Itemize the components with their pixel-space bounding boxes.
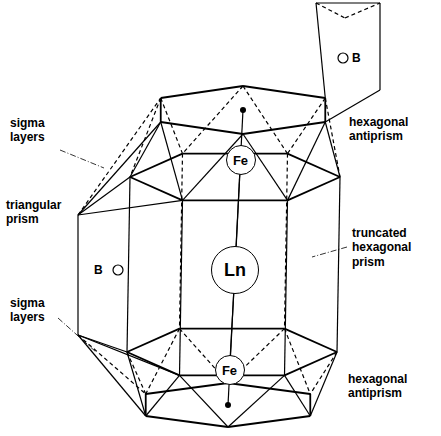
structure-label: hexagonal antiprism [349, 115, 437, 144]
structure-label: B [352, 51, 382, 65]
polyhedron-edge [161, 98, 183, 154]
polyhedron-edge [288, 98, 326, 154]
atom-symbol: Fe [222, 363, 237, 378]
bond-line [230, 294, 233, 355]
polyhedron-edge [316, 3, 325, 98]
polyhedron-edge [288, 122, 326, 200]
polyhedron-edge [325, 98, 340, 177]
polyhedron-edge [180, 375, 229, 427]
polyhedron-edge [78, 200, 183, 215]
atom-circle: Fe [226, 145, 256, 175]
polyhedron-edge [78, 98, 161, 215]
polyhedron-edge [78, 122, 161, 215]
leader-line [58, 318, 96, 352]
boron-atom [113, 265, 123, 275]
structure-label: sigma layers [10, 116, 60, 145]
structure-label: hexagonal antiprism [348, 372, 436, 401]
atom-symbol: Fe [233, 153, 248, 168]
polyhedron-edge [345, 3, 380, 18]
leader-line [312, 247, 347, 257]
polyhedron-edge [243, 86, 325, 98]
center-dot [225, 402, 231, 408]
leader-line [60, 150, 104, 168]
polyhedron-edge [146, 375, 180, 416]
bond-line [236, 175, 240, 246]
polyhedron-edge [160, 98, 162, 122]
polyhedron-edge [130, 98, 161, 177]
polyhedron-edge [379, 3, 380, 90]
structure-label: B [94, 263, 110, 277]
polyhedron-edge [78, 335, 180, 375]
atom-circle: Ln [211, 246, 259, 294]
polyhedron-edge [228, 416, 310, 427]
polyhedron-edge [310, 352, 337, 416]
polyhedron-edge [161, 86, 243, 98]
polyhedron-edge [146, 329, 180, 394]
polyhedron-edge [288, 177, 341, 200]
polyhedron-edge [130, 122, 161, 177]
polyhedron-edge [316, 2, 380, 3]
polyhedron-edge [127, 177, 130, 352]
polyhedron-edge [243, 122, 325, 134]
boron-atom [338, 53, 348, 63]
structure-label: sigma layers [10, 296, 60, 325]
polyhedron-edge [161, 122, 243, 134]
polyhedron-edge [316, 3, 345, 18]
polyhedron-edge [285, 375, 311, 416]
structure-label: triangular prism [6, 198, 74, 227]
polyhedron-edge [309, 394, 311, 416]
center-dot [240, 107, 246, 113]
polyhedron-edge [127, 352, 146, 416]
polyhedron-edge [77, 215, 78, 335]
polyhedron-edge [288, 154, 341, 177]
polyhedron-edge [78, 335, 146, 416]
polyhedron-edge [78, 335, 146, 394]
polyhedron-edge [161, 122, 183, 200]
polyhedron-edge [243, 86, 288, 154]
polyhedron-edge [325, 122, 340, 177]
polyhedron-edge [183, 86, 244, 154]
polyhedron-edge [146, 383, 228, 394]
polyhedron-edge [228, 383, 310, 394]
polyhedron-edge [285, 329, 311, 394]
atom-symbol: Ln [224, 260, 246, 281]
polyhedron-edge [180, 154, 183, 329]
polyhedron-edge [130, 177, 183, 200]
polyhedron-edge [183, 199, 288, 201]
structure-label: truncated hexagonal prism [352, 226, 438, 269]
polyhedron-edge [146, 416, 228, 427]
atom-circle: Fe [215, 355, 245, 385]
polyhedron-edge [310, 352, 337, 394]
polyhedron-edge [127, 329, 180, 352]
polyhedron-edge [337, 177, 340, 352]
polyhedron-edge [285, 154, 288, 329]
